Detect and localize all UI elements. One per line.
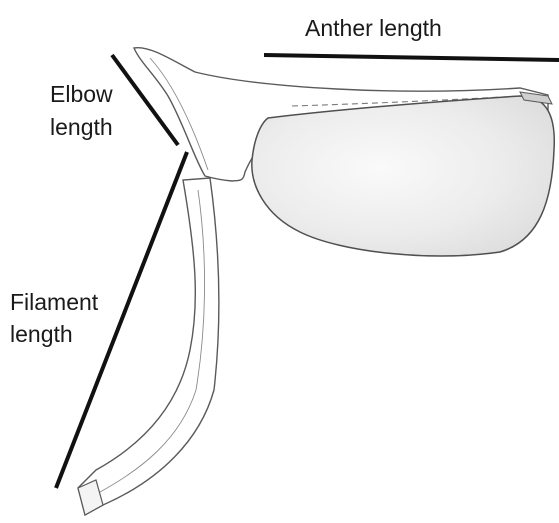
elbow-length-label-line2: length (50, 111, 113, 143)
anther-length-line (264, 55, 559, 60)
filament-length-label-line1: Filament (10, 286, 98, 318)
filament-shape (78, 178, 219, 515)
elbow-length-label-line1: Elbow (50, 78, 113, 110)
filament-length-label-line2: length (10, 318, 73, 350)
anther-length-label: Anther length (305, 12, 442, 44)
anther-shape (252, 96, 554, 256)
